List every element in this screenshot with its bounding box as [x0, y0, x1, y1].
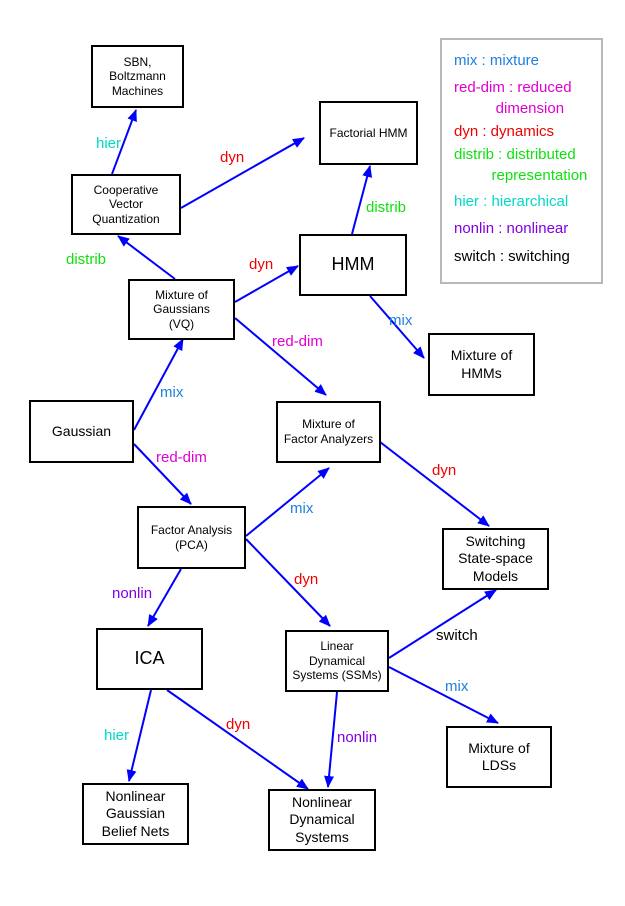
- legend-item-nonlin: nonlin : nonlinear: [454, 220, 569, 237]
- edge-label-dyn: dyn: [249, 256, 274, 273]
- arrow-fa-to-ica: [147, 568, 182, 627]
- arrow-lds-to-nds: [324, 691, 338, 788]
- edge-label-hier: hier: [104, 727, 130, 744]
- node-linear-dynamical-systems: Linear Dynamical Systems (SSMs): [285, 630, 389, 692]
- legend-item-hier: hier : hierarchical: [454, 193, 569, 210]
- arrow-cvq-to-sbn: [111, 109, 137, 175]
- arrow-ica-to-ngbn: [126, 689, 152, 782]
- node-mixture-of-ldss: Mixture of LDSs: [446, 726, 552, 788]
- edge-label-nonlin: nonlin: [337, 729, 378, 746]
- arrow-hmm-to-mix-hmms: [369, 295, 425, 359]
- edge-label-mix: mix: [445, 678, 469, 695]
- arrow-ica-to-nds: [166, 689, 309, 790]
- edge-label-hier: hier: [96, 135, 122, 152]
- arrow-lds-to-sssm: [388, 589, 497, 659]
- node-ica: ICA: [96, 628, 203, 690]
- arrow-fa-to-mfa: [245, 467, 330, 537]
- edge-label-nonlin: nonlin: [112, 585, 153, 602]
- legend-box: mix : mixture red-dim : reduced dimensio…: [440, 38, 603, 284]
- node-sbn-boltzmann-machines: SBN, Boltzmann Machines: [91, 45, 184, 108]
- node-cooperative-vector-quantization: Cooperative Vector Quantization: [71, 174, 181, 235]
- legend-item-mix: mix : mixture: [454, 52, 540, 69]
- node-gaussian: Gaussian: [29, 400, 134, 463]
- arrow-mog-to-cvq: [117, 235, 176, 280]
- node-factor-analysis: Factor Analysis (PCA): [137, 506, 246, 569]
- node-mixture-of-factor-analyzers: Mixture of Factor Analyzers: [276, 401, 381, 463]
- edge-label-dyn: dyn: [432, 462, 457, 479]
- node-switching-state-space-models: Switching State-space Models: [442, 528, 549, 590]
- arrow-gaussian-to-mog: [133, 338, 184, 431]
- node-mixture-of-hmms: Mixture of HMMs: [428, 333, 535, 396]
- node-mixture-of-gaussians: Mixture of Gaussians (VQ): [128, 279, 235, 340]
- edge-label-mix: mix: [389, 312, 413, 329]
- arrow-gaussian-to-fa: [133, 443, 192, 505]
- edge-label-dyn: dyn: [226, 716, 251, 733]
- edge-label-mix: mix: [290, 500, 314, 517]
- node-hmm: HMM: [299, 234, 407, 296]
- edge-label-switch: switch: [436, 627, 478, 644]
- edge-label-red-dim: red-dim: [156, 449, 207, 466]
- arrow-mog-to-hmm: [234, 265, 299, 303]
- arrow-mfa-to-sssm: [379, 441, 490, 527]
- arrow-fa-to-lds: [245, 538, 331, 627]
- edge-label-mix: mix: [160, 384, 184, 401]
- arrow-lds-to-mix-lds: [388, 666, 499, 724]
- node-nonlinear-gaussian-belief-nets: Nonlinear Gaussian Belief Nets: [82, 783, 189, 845]
- node-factorial-hmm: Factorial HMM: [319, 101, 418, 165]
- legend-item-switch: switch : switching: [454, 248, 570, 265]
- edge-label-red-dim: red-dim: [272, 333, 323, 350]
- edge-label-distrib: distrib: [366, 199, 407, 216]
- arrow-hmm-to-factorial-hmm: [351, 165, 373, 235]
- node-nonlinear-dynamical-systems: Nonlinear Dynamical Systems: [268, 789, 376, 851]
- arrow-cvq-to-factorial-hmm: [180, 137, 305, 209]
- arrow-mog-to-mfa: [234, 317, 327, 396]
- edge-label-dyn: dyn: [220, 149, 245, 166]
- legend-item-red-dim: red-dim : reduced dimension: [454, 79, 572, 117]
- edge-label-distrib: distrib: [66, 251, 107, 268]
- legend-item-dyn: dyn : dynamics: [454, 123, 555, 140]
- edge-label-dyn: dyn: [294, 571, 319, 588]
- legend-item-distrib: distrib : distributed representation: [454, 146, 588, 184]
